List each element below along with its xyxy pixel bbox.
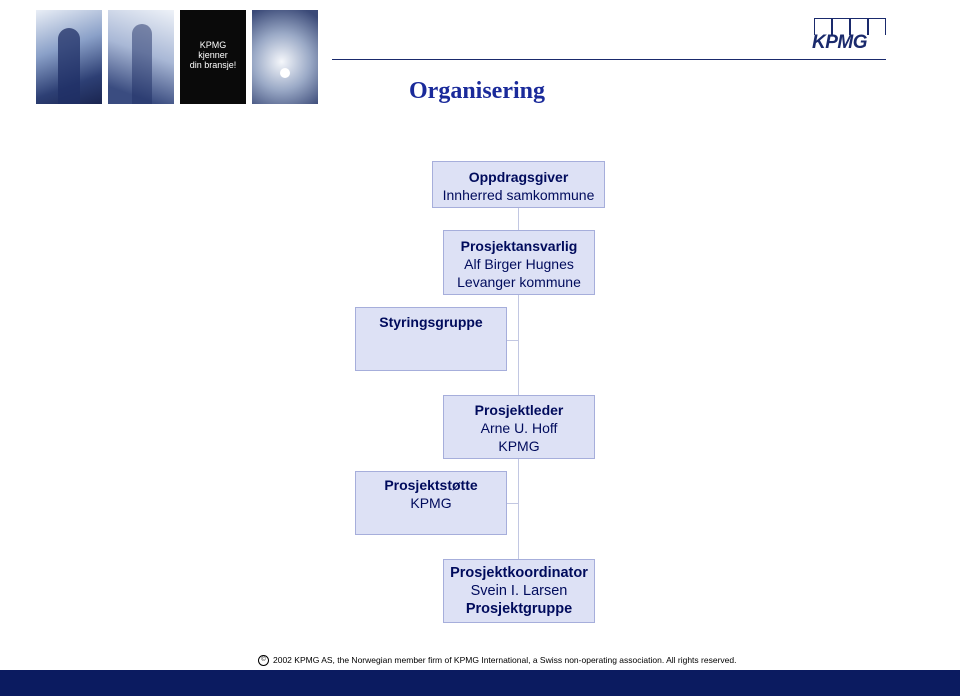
header-badge: KPMG kjenner din bransje! (180, 10, 246, 104)
kpmg-logo: KPMG (812, 18, 886, 53)
box-org: KPMG (498, 438, 540, 454)
logo-wordmark: KPMG (812, 32, 868, 53)
footer-bar (0, 670, 960, 696)
badge-line: kjenner (198, 50, 228, 60)
copyright-text: 2002 KPMG AS, the Norwegian member firm … (273, 655, 737, 665)
oppdragsgiver-box: Oppdragsgiver Innherred samkommune (432, 161, 605, 208)
box-name: Svein I. Larsen (470, 583, 568, 599)
box-role: Prosjektleder (474, 402, 564, 418)
badge-line: din bransje! (189, 60, 237, 70)
copyright-notice: © 2002 KPMG AS, the Norwegian member firm… (258, 655, 737, 667)
prosjektleder-box: Prosjektleder Arne U. Hoff KPMG (443, 395, 595, 459)
prosjektkoordinator-box: Prosjektkoordinator Svein I. Larsen Pros… (443, 559, 595, 623)
page-title: Organisering (409, 78, 545, 104)
header-photo-man (36, 10, 102, 104)
header-photo-pearl (252, 10, 318, 104)
box-org: KPMG (410, 495, 452, 511)
styringsgruppe-box: Styringsgruppe (355, 307, 507, 371)
box-name: Arne U. Hoff (480, 420, 558, 436)
prosjektstotte-box: Prosjektstøtte KPMG (355, 471, 507, 535)
box-role: Styringsgruppe (379, 314, 483, 330)
box-line: Innherred samkommune (442, 187, 595, 203)
box-name: Alf Birger Hugnes (464, 256, 574, 272)
box-org: Levanger kommune (457, 274, 581, 290)
connector-line (518, 295, 519, 395)
box-role: Prosjektansvarlig (460, 238, 578, 254)
box-role: Oppdragsgiver (468, 169, 569, 185)
connector-line (518, 459, 519, 559)
connector-line (507, 340, 518, 341)
header-photo-woman (108, 10, 174, 104)
box-role: Prosjektstøtte (384, 477, 478, 493)
connector-line (507, 503, 518, 504)
box-role: Prosjektkoordinator (450, 565, 588, 581)
box-group: Prosjektgruppe (465, 601, 573, 617)
badge-line: KPMG (199, 40, 227, 50)
connector-line (518, 208, 519, 230)
copyright-icon: © (258, 655, 269, 667)
header-divider (332, 59, 886, 60)
prosjektansvarlig-box: Prosjektansvarlig Alf Birger Hugnes Leva… (443, 230, 595, 295)
